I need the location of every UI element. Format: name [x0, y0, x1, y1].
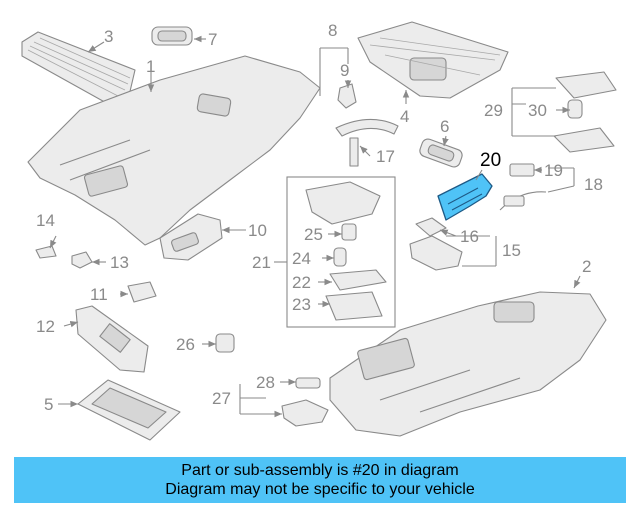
callout-17: 17 [376, 147, 395, 166]
callout-27: 27 [212, 389, 231, 408]
callout-25: 25 [304, 225, 323, 244]
group-21-box [286, 176, 396, 328]
callout-24: 24 [292, 249, 311, 268]
part-13-clip[interactable] [71, 251, 93, 269]
callout-6: 6 [440, 117, 449, 136]
callout-1: 1 [146, 57, 155, 76]
callout-8: 8 [328, 21, 337, 40]
part-18-harness[interactable] [499, 191, 547, 211]
callout-10: 10 [248, 221, 267, 240]
callout-20: 20 [480, 150, 501, 171]
part-16-lens[interactable] [415, 217, 447, 237]
part-5-mirror[interactable] [77, 379, 181, 441]
callout-11: 11 [90, 285, 108, 304]
part-1-headliner[interactable] [27, 55, 321, 246]
part-17-grab-handle[interactable] [335, 118, 399, 167]
part-25-switch[interactable] [341, 223, 357, 241]
part-29-lamp-assembly[interactable] [553, 71, 617, 153]
part-19-connector[interactable] [509, 163, 535, 177]
part-20-bracket[interactable] [437, 173, 493, 221]
callout-9: 9 [340, 61, 349, 80]
part-30-bulb[interactable] [567, 99, 583, 119]
part-24-bulb[interactable] [333, 247, 347, 267]
part-6-ring[interactable] [418, 137, 464, 168]
part-11-bracket[interactable] [127, 281, 157, 303]
parts-diagram: 3 1 7 8 9 4 6 17 29 30 20 19 18 16 15 10… [21, 21, 617, 441]
part-27-lamp[interactable] [281, 399, 329, 427]
callout-13: 13 [110, 253, 129, 272]
part-21-overhead-console[interactable] [305, 181, 381, 225]
part-14-hook[interactable] [35, 245, 57, 259]
callout-14: 14 [36, 211, 55, 230]
callout-15: 15 [502, 241, 521, 260]
callout-21: 21 [252, 253, 271, 272]
callout-26: 26 [176, 335, 195, 354]
callout-4: 4 [400, 107, 409, 126]
part-23-cover[interactable] [325, 291, 383, 321]
callout-7: 7 [208, 30, 217, 49]
part-7-cap[interactable] [151, 26, 193, 46]
callout-2: 2 [582, 257, 591, 276]
callout-3: 3 [104, 27, 113, 46]
part-15-map-lamp[interactable] [409, 235, 463, 271]
banner-line-part-number: Part or sub-assembly is #20 in diagram [181, 462, 459, 479]
part-4-panel[interactable] [357, 21, 509, 99]
callout-5: 5 [44, 395, 53, 414]
callout-18: 18 [584, 175, 603, 194]
part-28-bulb[interactable] [295, 377, 321, 389]
callout-29: 29 [484, 101, 503, 120]
callout-23: 23 [292, 295, 311, 314]
leader-lines [49, 35, 581, 418]
part-10-console[interactable] [159, 213, 223, 261]
part-26-knob[interactable] [215, 333, 235, 353]
part-2-headliner[interactable] [329, 291, 607, 437]
part-3-pad[interactable] [21, 31, 136, 106]
callout-12: 12 [36, 317, 55, 336]
callout-30: 30 [528, 101, 547, 120]
callout-19: 19 [544, 161, 563, 180]
banner-line-disclaimer: Diagram may not be specific to your vehi… [165, 481, 475, 498]
part-22-lens[interactable] [329, 269, 387, 291]
info-banner: Part or sub-assembly is #20 in diagram D… [14, 457, 626, 503]
part-12-sun-visor[interactable] [75, 305, 149, 373]
part-9-clip[interactable] [337, 83, 357, 109]
callout-16: 16 [460, 227, 479, 246]
callout-22: 22 [292, 273, 311, 292]
callout-28: 28 [256, 373, 275, 392]
